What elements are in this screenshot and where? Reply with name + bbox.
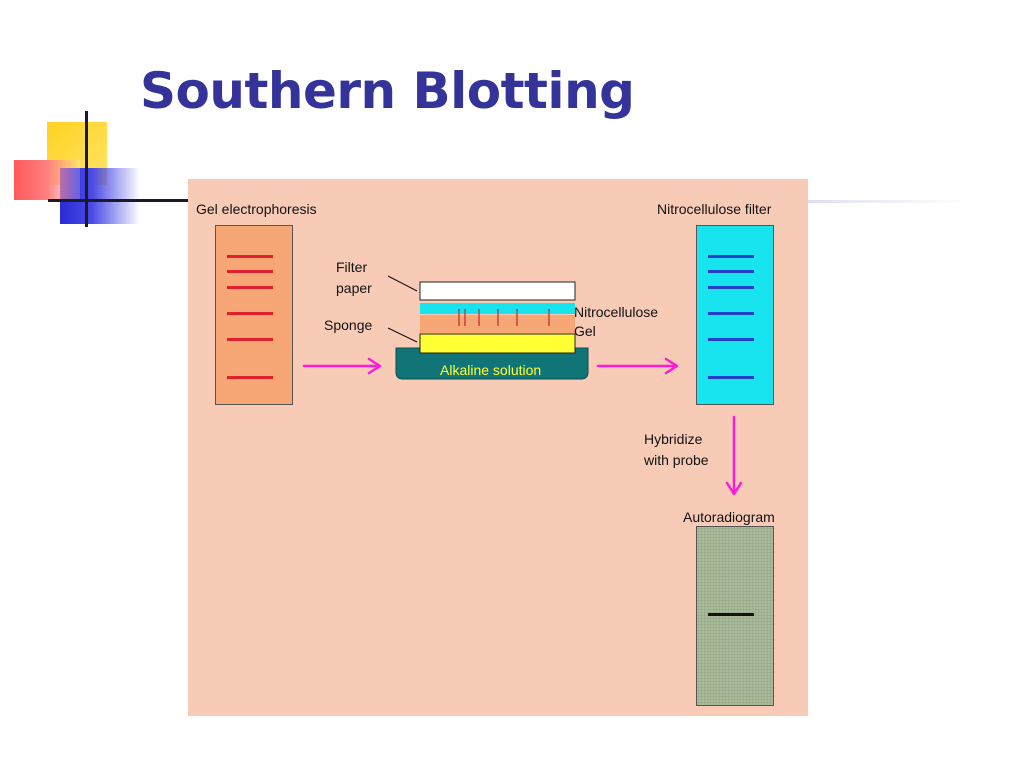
with-probe-label: with probe <box>644 452 709 468</box>
hybridize-label: Hybridize <box>644 431 703 447</box>
filter-label: Filter <box>336 259 368 275</box>
gel-label: Gel <box>574 323 596 339</box>
nitrocellulose-layer <box>420 303 575 314</box>
decor-horizontal-line <box>48 199 190 202</box>
gel-band <box>227 286 273 289</box>
slide-title: Southern Blotting <box>140 62 635 120</box>
gel-band <box>227 338 273 341</box>
nitro-band <box>708 286 754 289</box>
autoradiogram-label: Autoradiogram <box>683 509 775 525</box>
gel-band <box>227 376 273 379</box>
nitro-band <box>708 338 754 341</box>
gel-band <box>227 255 273 258</box>
filter-paper-pointer <box>387 275 418 292</box>
nitro-band <box>708 255 754 258</box>
arrow-head <box>725 481 743 496</box>
filter-paper-layer <box>419 281 576 301</box>
nitrocellulose-filter-label: Nitrocellulose filter <box>657 201 772 217</box>
transfer-band-marks <box>458 309 550 326</box>
nitrocellulose-filter-panel <box>696 225 774 405</box>
nitro-band <box>708 270 754 273</box>
paper-label: paper <box>336 280 372 296</box>
sponge-label: Sponge <box>324 317 373 333</box>
alkaline-tray <box>395 347 589 380</box>
decor-vertical-line <box>85 111 88 227</box>
gel-electrophoresis-label: Gel electrophoresis <box>196 201 317 217</box>
southern-blot-diagram: Gel electrophoresis Nitrocellulose filte… <box>188 179 808 716</box>
sponge-pointer <box>387 327 418 343</box>
nitrocellulose-label: Nitrocellulose <box>574 304 659 320</box>
sponge-layer <box>419 333 576 354</box>
nitro-band <box>708 376 754 379</box>
gel-band <box>227 312 273 315</box>
arrow-head <box>367 357 382 375</box>
decor-red-square <box>14 160 80 200</box>
gel-electrophoresis-panel <box>215 225 293 405</box>
blotting-apparatus <box>302 275 743 496</box>
decor-fade-line <box>808 200 968 203</box>
arrow-head <box>664 357 679 375</box>
alkaline-solution-label: Alkaline solution <box>440 362 542 378</box>
autoradiogram-panel <box>696 526 774 706</box>
gel-band <box>227 270 273 273</box>
nitro-band <box>708 312 754 315</box>
autoradiogram-band <box>708 613 754 616</box>
